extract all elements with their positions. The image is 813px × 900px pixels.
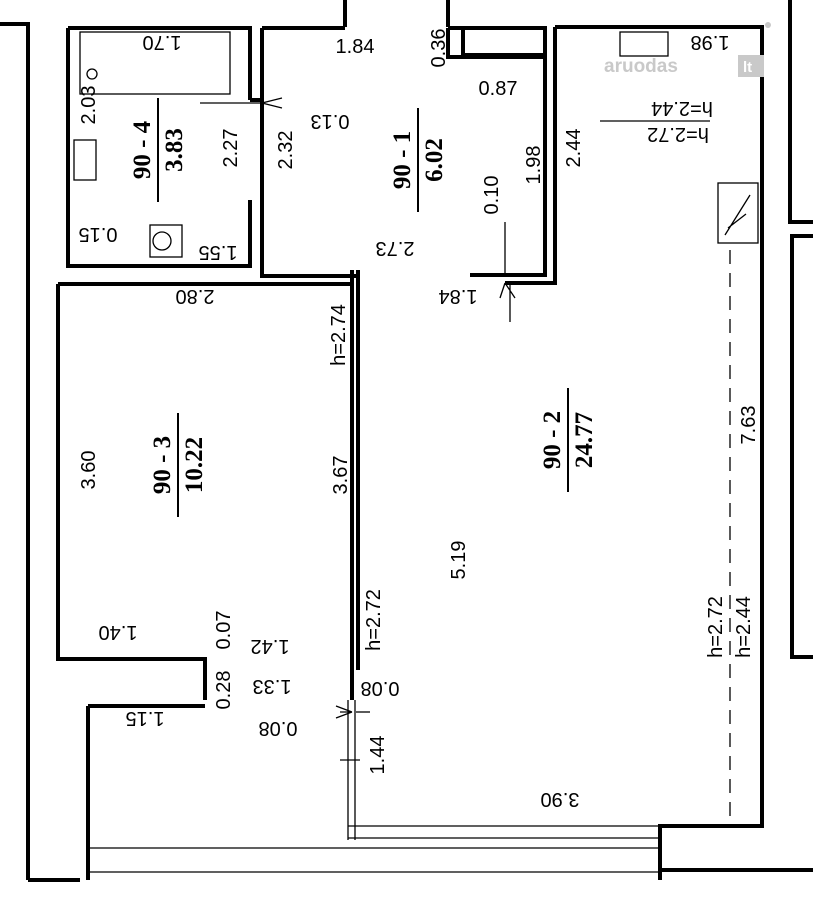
room-labels: 90 - 4 3.83 90 - 1 6.02 90 - 3 10.22 90 … — [129, 98, 598, 517]
drain-circle — [86, 68, 98, 80]
dim-label: 0.87 — [479, 78, 518, 100]
dim-label: h=2.44 — [651, 97, 713, 119]
dim-label: 7.63 — [738, 406, 760, 445]
dim-label: 1.98 — [691, 31, 730, 53]
dim-label: 1.98 — [523, 146, 545, 185]
room-90-2-area: 24.77 — [571, 412, 598, 468]
room-90-4-number: 90 - 4 — [129, 120, 156, 179]
dim-label: 3.90 — [541, 788, 580, 810]
dim-label: 0.28 — [213, 671, 235, 710]
toilet — [149, 224, 183, 258]
fixtures — [73, 31, 759, 825]
dim-label: h=2.44 — [733, 596, 755, 658]
room-90-1-number: 90 - 1 — [389, 131, 416, 189]
dim-label: h=2.72 — [363, 589, 385, 651]
dim-label: 0.10 — [481, 176, 503, 215]
dim-label: 2.32 — [275, 131, 297, 170]
apartment-walls — [56, 25, 764, 880]
dim-label: h=2.72 — [705, 596, 727, 658]
dim-label: 2.80 — [176, 285, 215, 307]
dim-label: 3.60 — [78, 451, 100, 490]
room-90-3-area: 10.22 — [181, 437, 208, 493]
dim-label: 2.73 — [376, 237, 415, 259]
dim-label: 1.70 — [143, 31, 182, 53]
room-90-2-number: 90 - 2 — [539, 411, 566, 469]
sink — [73, 139, 97, 181]
dim-label: 5.19 — [448, 541, 470, 580]
dim-label: 0.36 — [428, 29, 450, 68]
watermark: aruodas lt — [604, 22, 771, 77]
watermark-badge: lt — [743, 59, 752, 76]
dim-label: 1.84 — [439, 285, 478, 307]
dim-label: 2.27 — [220, 129, 242, 168]
room-90-1-area: 6.02 — [421, 138, 448, 182]
dim-label: 2.44 — [563, 129, 585, 168]
dim-label: 3.67 — [330, 456, 352, 495]
dim-label: 0.08 — [259, 717, 298, 739]
electric-panel — [717, 182, 759, 244]
room-90-3-number: 90 - 3 — [149, 436, 176, 494]
dim-label: h=2.74 — [328, 304, 350, 366]
dim-label: 0.13 — [311, 110, 350, 132]
dim-label: 2.03 — [78, 86, 100, 125]
bathtub — [79, 31, 231, 95]
dim-label: 0.07 — [213, 611, 235, 650]
watermark-text: aruodas — [604, 56, 678, 77]
dim-label: h=2.72 — [647, 123, 709, 145]
dim-label: 1.84 — [336, 36, 375, 58]
stove — [619, 31, 669, 57]
dim-label: 1.15 — [126, 707, 165, 729]
dimension-labels: 1.70 2.03 2.27 0.15 1.55 1.84 0.36 0.87 … — [78, 29, 760, 810]
room-90-4-area: 3.83 — [161, 128, 188, 172]
dim-label: 1.33 — [253, 675, 292, 697]
dim-label: 1.42 — [251, 635, 290, 657]
dim-label: 1.55 — [199, 241, 238, 263]
dim-label: 1.44 — [367, 736, 389, 775]
dim-label: 0.08 — [361, 677, 400, 699]
dim-label: 0.15 — [79, 223, 118, 245]
dim-label: 1.40 — [99, 621, 138, 643]
